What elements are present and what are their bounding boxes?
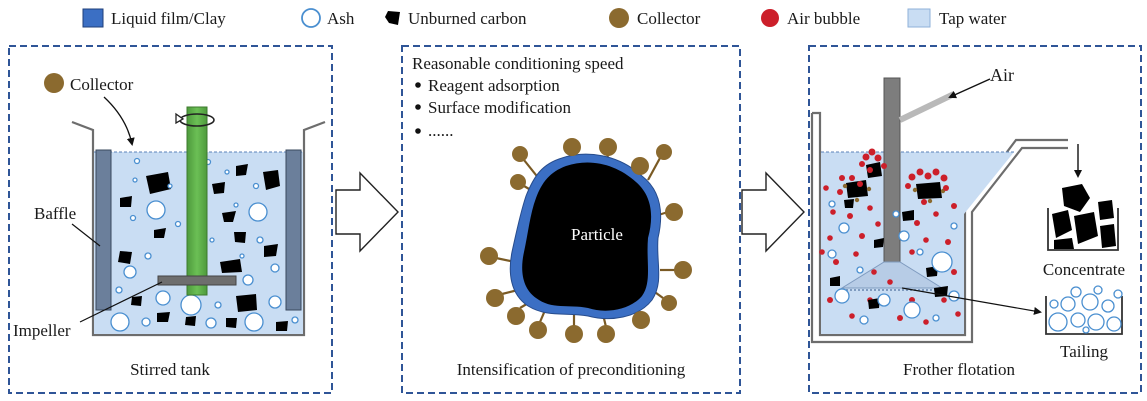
impeller-blade xyxy=(157,275,237,286)
tap-water-swatch xyxy=(907,8,931,28)
tailing-flow-line xyxy=(901,287,1042,315)
adsorbed-collector-heads xyxy=(480,138,692,343)
legend-label-collector: Collector xyxy=(637,9,701,28)
legend-item-ash: Ash xyxy=(301,8,355,28)
legend-item-liquid-film-clay: Liquid film/Clay xyxy=(82,8,226,28)
legend-item-tap-water: Tap water xyxy=(907,8,1007,28)
panel-frother-flotation: Air xyxy=(808,45,1142,394)
legend-item-collector: Collector xyxy=(609,8,701,28)
bullet-reagent-adsorption: Reagent adsorption xyxy=(428,76,560,95)
bullet-surface-modification: Surface modification xyxy=(428,98,572,117)
legend-label-tap-water: Tap water xyxy=(939,9,1007,28)
concentrate-container xyxy=(1047,208,1119,251)
stirred-tank-caption: Stirred tank xyxy=(130,360,210,379)
froth-collector-cluster-dots xyxy=(842,183,946,204)
air-inlet-pipe xyxy=(883,77,901,263)
legend-item-air-bubble: Air bubble xyxy=(761,9,860,28)
conditioning-bullet-list: Reagent adsorption Surface modification … xyxy=(415,76,572,140)
particle-core xyxy=(522,162,652,311)
bullet-ellipsis: ...... xyxy=(428,121,454,140)
air-label: Air xyxy=(990,65,1014,85)
stirred-tank-ash-particles xyxy=(110,157,299,332)
panel-stirred-tank: Collector Baffle Impeller Stirred tank xyxy=(8,45,333,394)
impeller-label: Impeller xyxy=(13,321,71,340)
legend: Liquid film/Clay Ash Unburned carbon Col… xyxy=(82,8,1007,28)
baffle-right xyxy=(285,149,302,311)
bullet-dot xyxy=(415,82,421,88)
bullet-dot xyxy=(415,128,421,134)
tailing-container xyxy=(1045,296,1123,335)
unburned-carbon-swatch xyxy=(385,11,400,25)
baffle-left xyxy=(95,149,112,311)
stirred-tank-vessel xyxy=(71,120,326,337)
process-arrow-2 xyxy=(741,171,805,253)
legend-label-unburned-carbon: Unburned carbon xyxy=(408,9,527,28)
concentrate-carbon-pile xyxy=(1052,184,1116,249)
legend-label-liquid-film-clay: Liquid film/Clay xyxy=(111,9,226,28)
flotation-cell-vessel xyxy=(812,111,1068,337)
panel-preconditioning-frame xyxy=(401,45,741,394)
particle-label: Particle xyxy=(571,225,623,244)
flotation-overflow-water xyxy=(964,152,1014,214)
frother-flotation-caption: Frother flotation xyxy=(903,360,1015,379)
panel-frother-flotation-frame xyxy=(808,45,1142,394)
concentrate-label: Concentrate xyxy=(1043,260,1125,279)
air-arrow xyxy=(948,78,991,99)
baffle-label: Baffle xyxy=(34,204,76,223)
rotation-arrow-icon xyxy=(175,112,215,127)
collector-label: Collector xyxy=(70,75,134,94)
liquid-film-clay-swatch xyxy=(82,8,104,28)
preconditioning-caption: Intensification of preconditioning xyxy=(457,360,686,379)
collector-dose-icon xyxy=(44,73,64,93)
panel-stirred-tank-frame xyxy=(8,45,333,394)
flotation-cell-vessel-inner xyxy=(810,113,1068,344)
bullet-dot xyxy=(415,104,421,110)
air-feed-tube xyxy=(898,91,956,123)
collector-swatch xyxy=(609,8,629,28)
flotation-carbon-particles xyxy=(830,199,948,309)
legend-label-ash: Ash xyxy=(327,9,355,28)
air-bubbles xyxy=(819,148,961,325)
process-arrow-1 xyxy=(335,171,399,253)
collector-feed-arrow xyxy=(103,96,135,146)
baffle-leader-line xyxy=(71,223,101,247)
air-bubble-swatch xyxy=(761,9,779,27)
tailing-ash-pile xyxy=(1048,285,1123,334)
impeller-leader-line xyxy=(79,281,163,323)
conditioning-heading: Reasonable conditioning speed xyxy=(412,54,624,73)
impeller-shaft xyxy=(186,106,208,296)
tailing-label: Tailing xyxy=(1060,342,1108,361)
stirred-tank-carbon-particles xyxy=(118,164,288,331)
ash-swatch xyxy=(301,8,321,28)
legend-label-air-bubble: Air bubble xyxy=(787,9,860,28)
legend-item-unburned-carbon: Unburned carbon xyxy=(385,9,527,28)
panel-preconditioning: Reasonable conditioning speed Reagent ad… xyxy=(401,45,741,394)
